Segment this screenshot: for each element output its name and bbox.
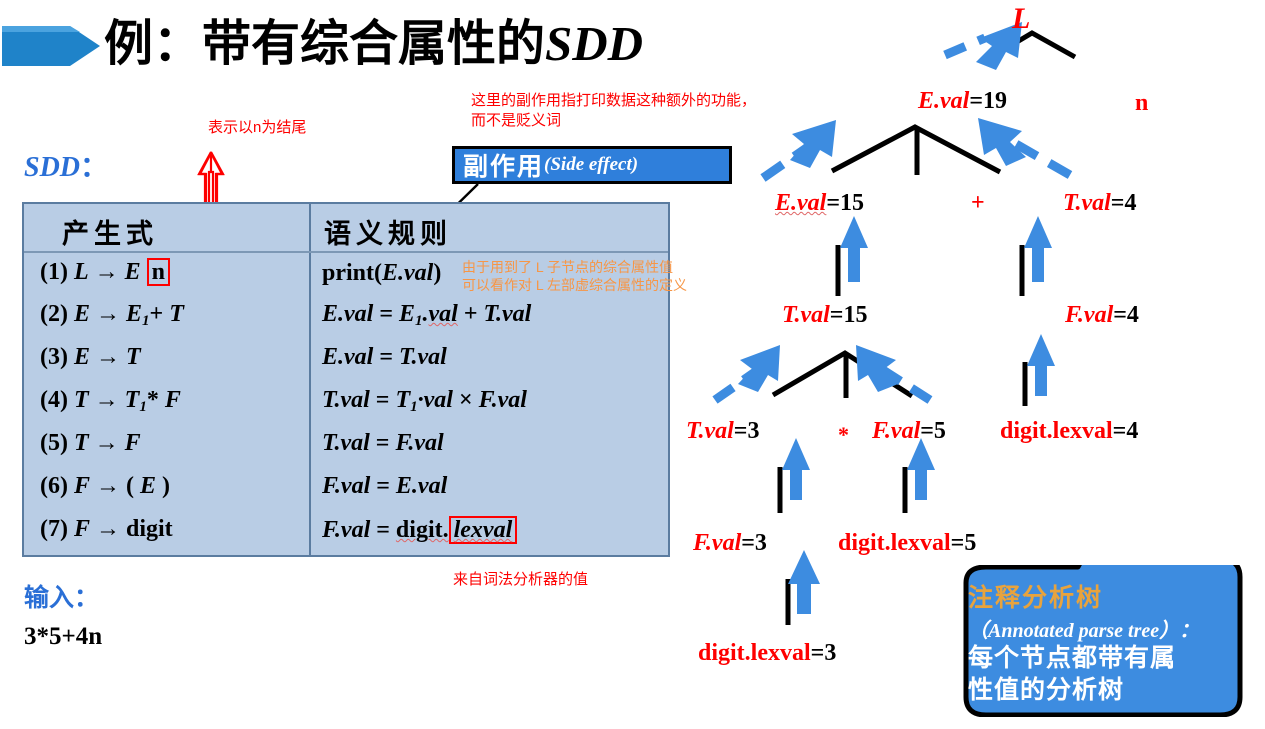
tree-node-plus: + xyxy=(971,190,985,216)
table-row: (5) T → F xyxy=(40,430,141,456)
tree-node-F4: F.val=4 xyxy=(1065,302,1139,328)
callout-en-title: （Annotated parse tree）： xyxy=(968,620,1200,642)
page-title-en: SDD xyxy=(545,16,644,71)
boxed-n-token: n xyxy=(146,258,171,286)
title-chevron-icon xyxy=(2,26,100,66)
parse-tree-edges xyxy=(712,22,1077,625)
table-row: T.val = F.val xyxy=(322,430,444,456)
table-row: T.val = T1·val × F.val xyxy=(322,387,527,415)
sdd-label-text: SDD xyxy=(24,152,81,183)
tree-node-E15: E.val=15 xyxy=(775,190,865,216)
note-n-suffix: 表示以n为结尾 xyxy=(208,119,307,136)
tree-node-n: n xyxy=(1135,90,1149,116)
tree-node-E19: E.val=19 xyxy=(918,88,1008,114)
table-row: (4) T → T1* F xyxy=(40,387,181,415)
side-effect-en: (Side effect) xyxy=(544,154,639,175)
note-synthesized-attribute: 由于用到了 L 子节点的综合属性值 可以看作对 L 左部虚综合属性的定义 xyxy=(462,259,688,293)
tree-node-T4: T.val=4 xyxy=(1063,190,1137,216)
table-column-divider xyxy=(309,204,311,555)
tree-node-digit5: digit.lexval=5 xyxy=(838,530,977,556)
table-row: print(E.val) xyxy=(322,260,442,286)
table-header-semantic-rules: 语义规则 xyxy=(324,219,452,249)
tree-node-star: * xyxy=(838,422,849,447)
table-header-rule xyxy=(24,251,668,253)
note-side-effect-meaning: 这里的副作用指打印数据这种额外的功能， 而不是贬义词 xyxy=(471,92,757,129)
table-row: (6) F → ( E ) xyxy=(40,473,171,499)
callout-text: 注释分析树 （Annotated parse tree）： 每个节点都带有属 性… xyxy=(968,578,1238,707)
table-row: (7) F → digit xyxy=(40,516,173,542)
annotated-parse-tree-callout xyxy=(963,565,1243,717)
input-value: 3*5+4n xyxy=(24,623,103,650)
table-row: (3) E → T xyxy=(40,344,141,370)
callout-body: 每个节点都带有属 性值的分析树 xyxy=(968,645,1177,704)
page-title: 例：带有综合属性的SDD xyxy=(104,4,643,75)
page-title-cn: 例：带有综合属性的 xyxy=(104,17,546,71)
callout-title: 注释分析树 xyxy=(968,585,1104,612)
tree-node-F5: F.val=5 xyxy=(872,418,946,444)
table-row: E.val = T.val xyxy=(322,344,447,370)
side-effect-callout-box: 副作用(Side effect) xyxy=(452,146,732,184)
table-row: F.val = digit.lexval xyxy=(322,516,518,544)
tree-node-T3: T.val=3 xyxy=(686,418,760,444)
tree-node-digit3: digit.lexval=3 xyxy=(698,640,837,666)
table-row: (2) E → E1+ T xyxy=(40,301,184,329)
sdd-table: 产生式 语义规则 (1) L → E n print(E.val) (2) E … xyxy=(22,202,670,557)
tree-node-F3: F.val=3 xyxy=(693,530,767,556)
tree-node-L: L xyxy=(1012,2,1031,35)
input-label: 输入： xyxy=(24,585,100,612)
table-row: E.val = E1.val + T.val xyxy=(322,301,532,329)
table-header-productions: 产生式 xyxy=(62,219,158,249)
note-from-lexer: 来自词法分析器的值 xyxy=(453,571,589,588)
table-row: F.val = E.val xyxy=(322,473,448,499)
table-row: (1) L → E n xyxy=(40,258,171,286)
boxed-lexval-token: lexval xyxy=(448,516,518,544)
tree-node-T15: T.val=15 xyxy=(782,302,868,328)
sdd-label: SDD： xyxy=(24,145,108,185)
sdd-label-colon: ： xyxy=(80,152,109,183)
tree-node-digit4: digit.lexval=4 xyxy=(1000,418,1139,444)
side-effect-cn: 副作用 xyxy=(463,154,545,181)
